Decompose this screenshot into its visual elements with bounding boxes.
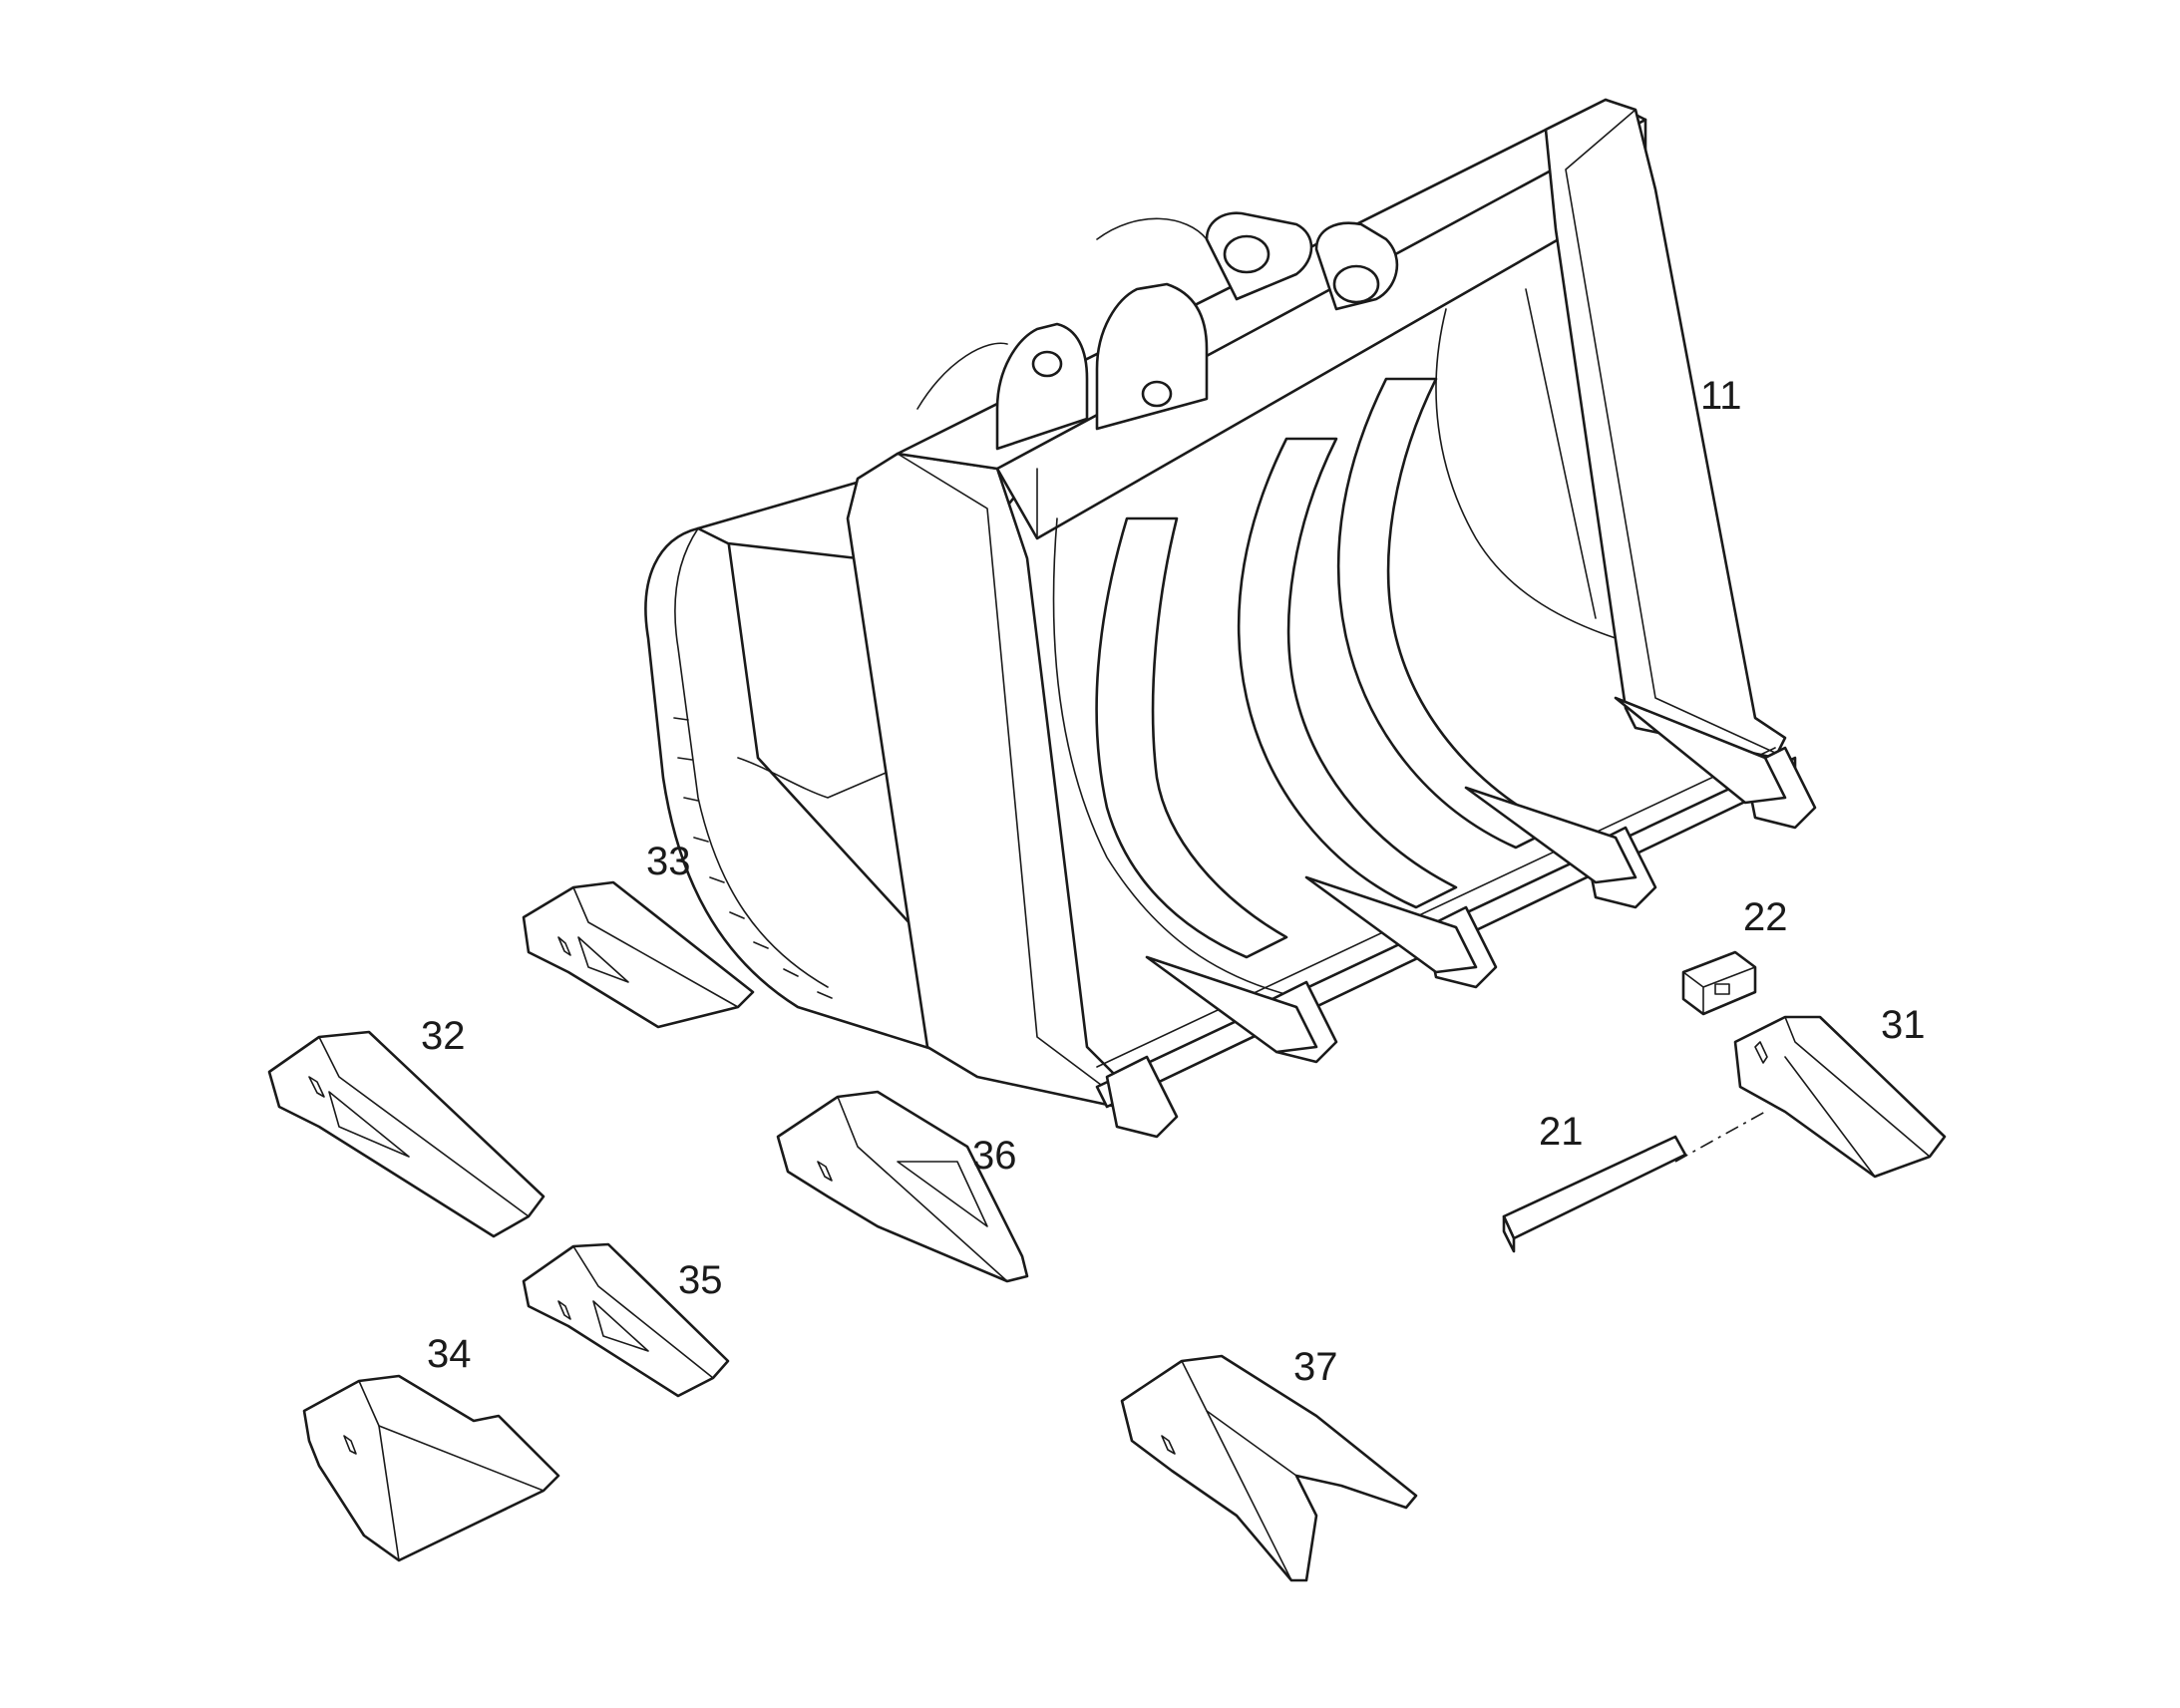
assembly-line — [1674, 1111, 1766, 1163]
tooth-part-35 — [522, 1242, 730, 1398]
tooth-part-31 — [1733, 1015, 1947, 1179]
callout-31: 31 — [1881, 1003, 1926, 1047]
pin-part-21 — [1502, 1135, 1687, 1253]
callout-32: 32 — [421, 1014, 466, 1058]
callout-11: 11 — [1700, 374, 1742, 418]
bucket-part-11 — [644, 98, 1817, 1139]
tooth-part-34 — [302, 1374, 560, 1562]
retainer-part-22 — [1681, 950, 1757, 1016]
tooth-part-32 — [267, 1030, 545, 1238]
callout-33: 33 — [646, 840, 691, 883]
callout-36: 36 — [972, 1134, 1017, 1178]
callout-37: 37 — [1293, 1345, 1338, 1389]
callout-35: 35 — [678, 1258, 723, 1302]
tooth-part-36 — [776, 1090, 1029, 1283]
tooth-part-33 — [522, 880, 755, 1029]
tooth-part-37 — [1120, 1354, 1418, 1582]
callout-34: 34 — [427, 1332, 472, 1376]
callout-22: 22 — [1743, 895, 1788, 939]
callout-21: 21 — [1539, 1110, 1584, 1154]
